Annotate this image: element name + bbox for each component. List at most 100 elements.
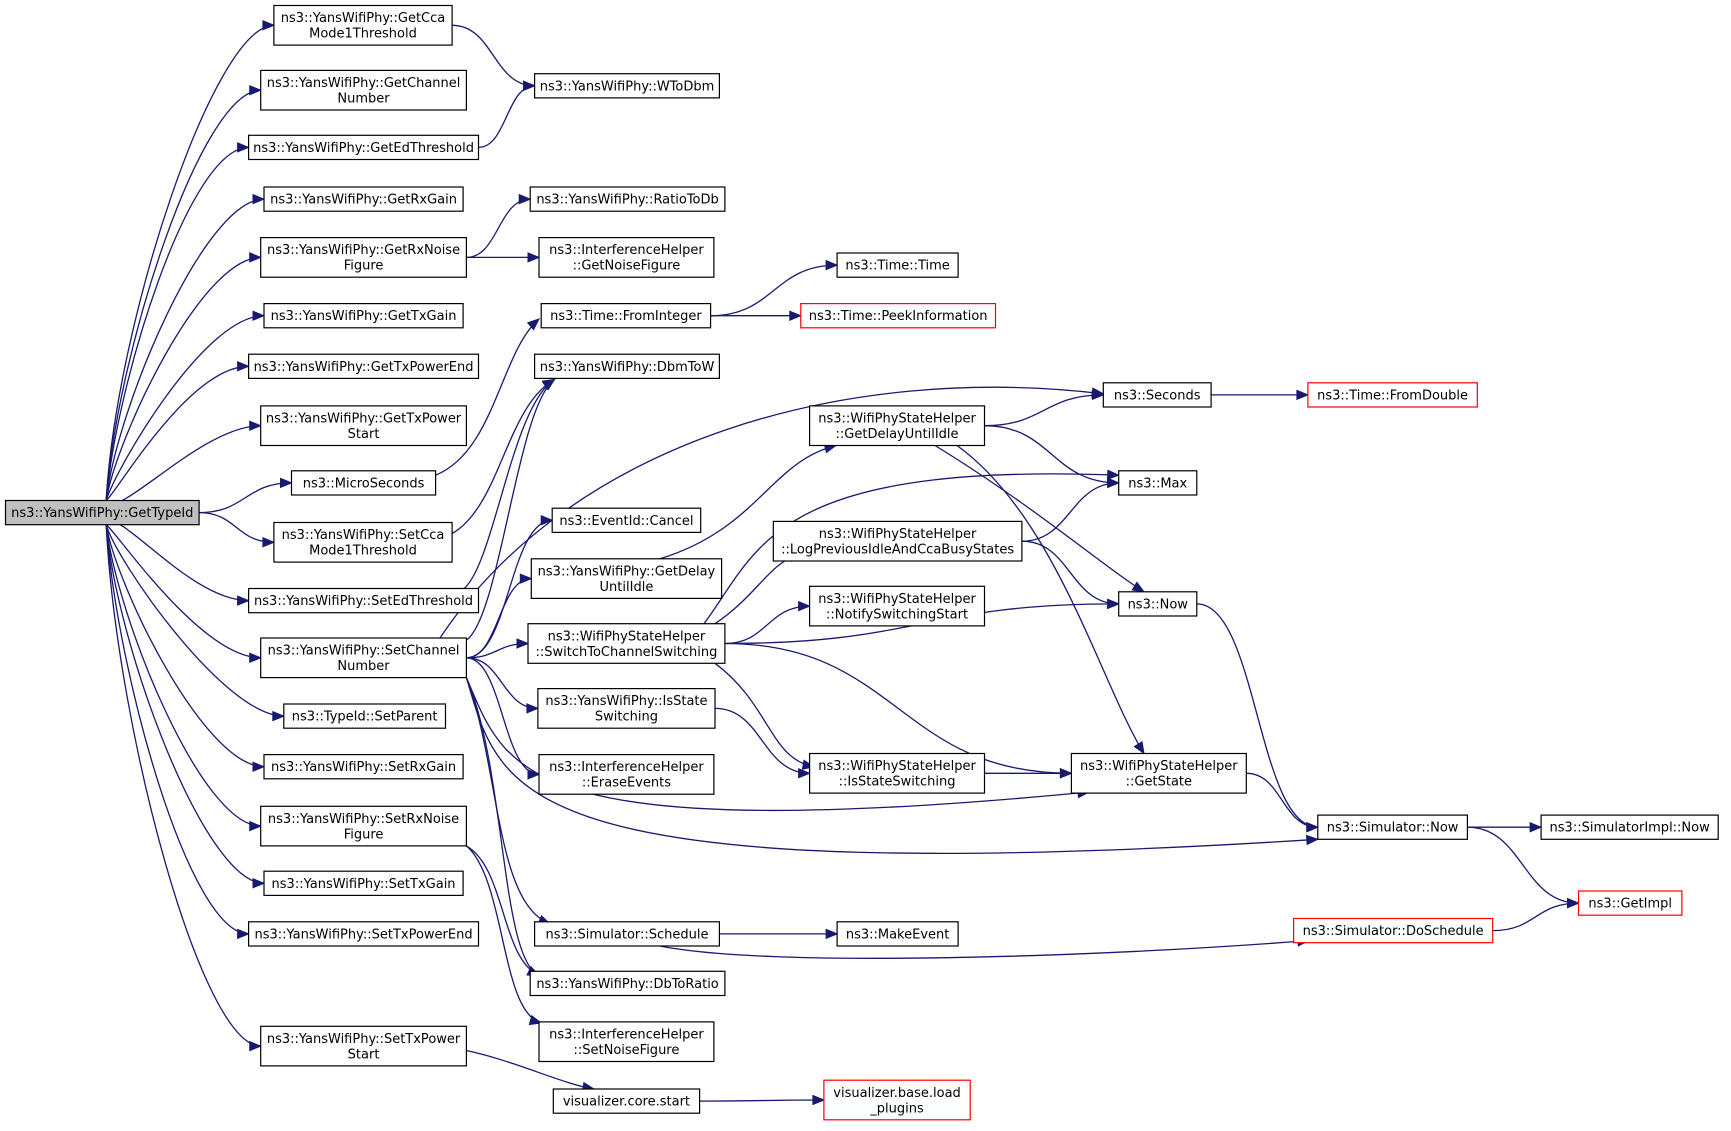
node-label: ns3::YansWifiPhy::SetTxGain xyxy=(272,877,456,892)
arrow-head xyxy=(527,252,541,263)
arrow-head xyxy=(252,310,266,321)
node-ratio-to-db[interactable]: ns3::YansWifiPhy::RatioToDb xyxy=(529,186,726,212)
arrow-head xyxy=(1131,581,1146,593)
node-simulator-do-schedule[interactable]: ns3::Simulator::DoSchedule xyxy=(1292,917,1494,944)
node-w-to-dbm[interactable]: ns3::YansWifiPhy::WToDbm xyxy=(533,73,720,99)
node-label: visualizer.core.start xyxy=(563,1095,690,1110)
node-simulator-impl-now[interactable]: ns3::SimulatorImpl::Now xyxy=(1540,814,1719,840)
node-get-tx-power-end[interactable]: ns3::YansWifiPhy::GetTxPowerEnd xyxy=(248,353,480,380)
node-wps-get-state[interactable]: ns3::WifiPhyStateHelper::GetState xyxy=(1070,752,1247,794)
node-set-parent[interactable]: ns3::TypeId::SetParent xyxy=(283,703,447,729)
node-time-from-integer[interactable]: ns3::Time::FromInteger xyxy=(540,303,712,329)
node-label: Start xyxy=(348,1047,380,1062)
node-get-tx-gain[interactable]: ns3::YansWifiPhy::GetTxGain xyxy=(263,303,464,329)
edge xyxy=(478,80,536,149)
node-ih-set-noise-figure[interactable]: ns3::InterferenceHelper::SetNoiseFigure xyxy=(538,1021,715,1063)
node-set-ed-threshold[interactable]: ns3::YansWifiPhy::SetEdThreshold xyxy=(248,587,480,614)
node-is-state-switching-phy[interactable]: ns3::YansWifiPhy::IsStateSwitching xyxy=(537,687,716,729)
edge-line xyxy=(478,85,535,149)
edge-line xyxy=(1492,902,1579,932)
node-box xyxy=(248,587,480,614)
edge xyxy=(710,310,803,321)
edge xyxy=(105,524,266,889)
edge-line xyxy=(659,444,837,560)
node-box xyxy=(260,637,468,679)
edge-line xyxy=(466,657,538,710)
arrow-head xyxy=(1107,598,1121,610)
node-log-previous[interactable]: ns3::WifiPhyStateHelper::LogPreviousIdle… xyxy=(772,520,1023,562)
edge xyxy=(463,378,556,589)
node-get-rx-gain[interactable]: ns3::YansWifiPhy::GetRxGain xyxy=(263,186,464,212)
node-db-to-ratio[interactable]: ns3::YansWifiPhy::DbToRatio xyxy=(529,970,726,997)
node-dbm-to-w[interactable]: ns3::YansWifiPhy::DbmToW xyxy=(533,353,720,380)
node-wps-get-delay-until-idle[interactable]: ns3::WifiPhyStateHelper::GetDelayUntilId… xyxy=(808,405,986,447)
node-label: ::GetNoiseFigure xyxy=(573,259,681,274)
arrow-head xyxy=(540,515,554,526)
arrow-head xyxy=(1296,389,1310,401)
arrow-head xyxy=(519,573,533,584)
node-set-tx-gain[interactable]: ns3::YansWifiPhy::SetTxGain xyxy=(263,870,464,897)
edge xyxy=(105,524,266,772)
node-viz-load-plugins[interactable]: visualizer.base.load_plugins xyxy=(823,1079,971,1121)
edge xyxy=(105,521,250,606)
node-seconds[interactable]: ns3::Seconds xyxy=(1102,382,1212,408)
node-box xyxy=(1118,470,1198,496)
node-visualizer-core-start[interactable]: visualizer.core.start xyxy=(552,1088,701,1114)
node-max[interactable]: ns3::Max xyxy=(1118,470,1198,496)
arrow-head xyxy=(526,318,541,331)
node-event-id-cancel[interactable]: ns3::EventId::Cancel xyxy=(551,507,702,534)
node-simulator-now[interactable]: ns3::Simulator::Now xyxy=(1317,814,1469,840)
arrow-head xyxy=(249,652,263,664)
node-make-event[interactable]: ns3::MakeEvent xyxy=(836,921,959,947)
node-set-rx-gain[interactable]: ns3::YansWifiPhy::SetRxGain xyxy=(263,753,464,780)
edge xyxy=(1196,603,1320,833)
node-get-ed-threshold[interactable]: ns3::YansWifiPhy::GetEdThreshold xyxy=(248,134,480,161)
node-get-delay-until-idle[interactable]: ns3::YansWifiPhy::GetDelayUntilIdle xyxy=(530,558,723,599)
edge xyxy=(465,845,543,1026)
node-label: ns3::Simulator::DoSchedule xyxy=(1303,924,1484,939)
node-time-from-double[interactable]: ns3::Time::FromDouble xyxy=(1307,382,1478,408)
node-notify-switching-start[interactable]: ns3::WifiPhyStateHelper::NotifySwitching… xyxy=(808,585,986,627)
node-now[interactable]: ns3::Now xyxy=(1118,591,1198,617)
node-label: ns3::WifiPhyStateHelper xyxy=(819,527,977,542)
node-set-tx-power-end[interactable]: ns3::YansWifiPhy::SetTxPowerEnd xyxy=(248,921,480,947)
node-label: ns3::GetImpl xyxy=(1588,897,1672,912)
node-label: ns3::WifiPhyStateHelper xyxy=(548,629,706,644)
edge xyxy=(105,193,266,501)
node-micro-seconds[interactable]: ns3::MicroSeconds xyxy=(290,470,437,496)
node-label: Mode1Threshold xyxy=(309,27,417,42)
node-label: Number xyxy=(337,659,390,674)
edge xyxy=(699,1094,826,1106)
node-box xyxy=(529,970,726,997)
edge xyxy=(659,936,1311,959)
node-label: ns3::MicroSeconds xyxy=(303,476,425,491)
node-switch-to-channel-switching[interactable]: ns3::WifiPhyStateHelper::SwitchToChannel… xyxy=(527,623,726,664)
node-ih-get-noise-figure[interactable]: ns3::InterferenceHelper::GetNoiseFigure xyxy=(538,237,715,278)
node-label: ns3::YansWifiPhy::SetTxPowerEnd xyxy=(254,927,472,942)
arrow-head xyxy=(272,710,286,722)
arrow-head xyxy=(1091,389,1105,401)
node-time-peek-information[interactable]: ns3::Time::PeekInformation xyxy=(800,303,997,329)
edge xyxy=(466,657,541,780)
edge-line xyxy=(465,677,540,977)
node-get-type-id[interactable]: ns3::YansWifiPhy::GetTypeId xyxy=(4,499,200,526)
node-ih-erase-events[interactable]: ns3::InterferenceHelper::EraseEvents xyxy=(538,753,715,795)
arrow-head xyxy=(528,1014,543,1026)
node-box xyxy=(1307,382,1478,408)
arrow-head xyxy=(262,20,276,31)
node-simulator-schedule[interactable]: ns3::Simulator::Schedule xyxy=(533,921,720,947)
node-wps-is-state-switching[interactable]: ns3::WifiPhyStateHelper::IsStateSwitchin… xyxy=(808,752,986,794)
node-box xyxy=(260,805,468,847)
node-time-time[interactable]: ns3::Time::Time xyxy=(836,252,959,278)
arrow-head xyxy=(1133,740,1145,755)
node-get-impl[interactable]: ns3::GetImpl xyxy=(1577,890,1683,916)
node-label: ::GetDelayUntilIdle xyxy=(836,427,959,442)
